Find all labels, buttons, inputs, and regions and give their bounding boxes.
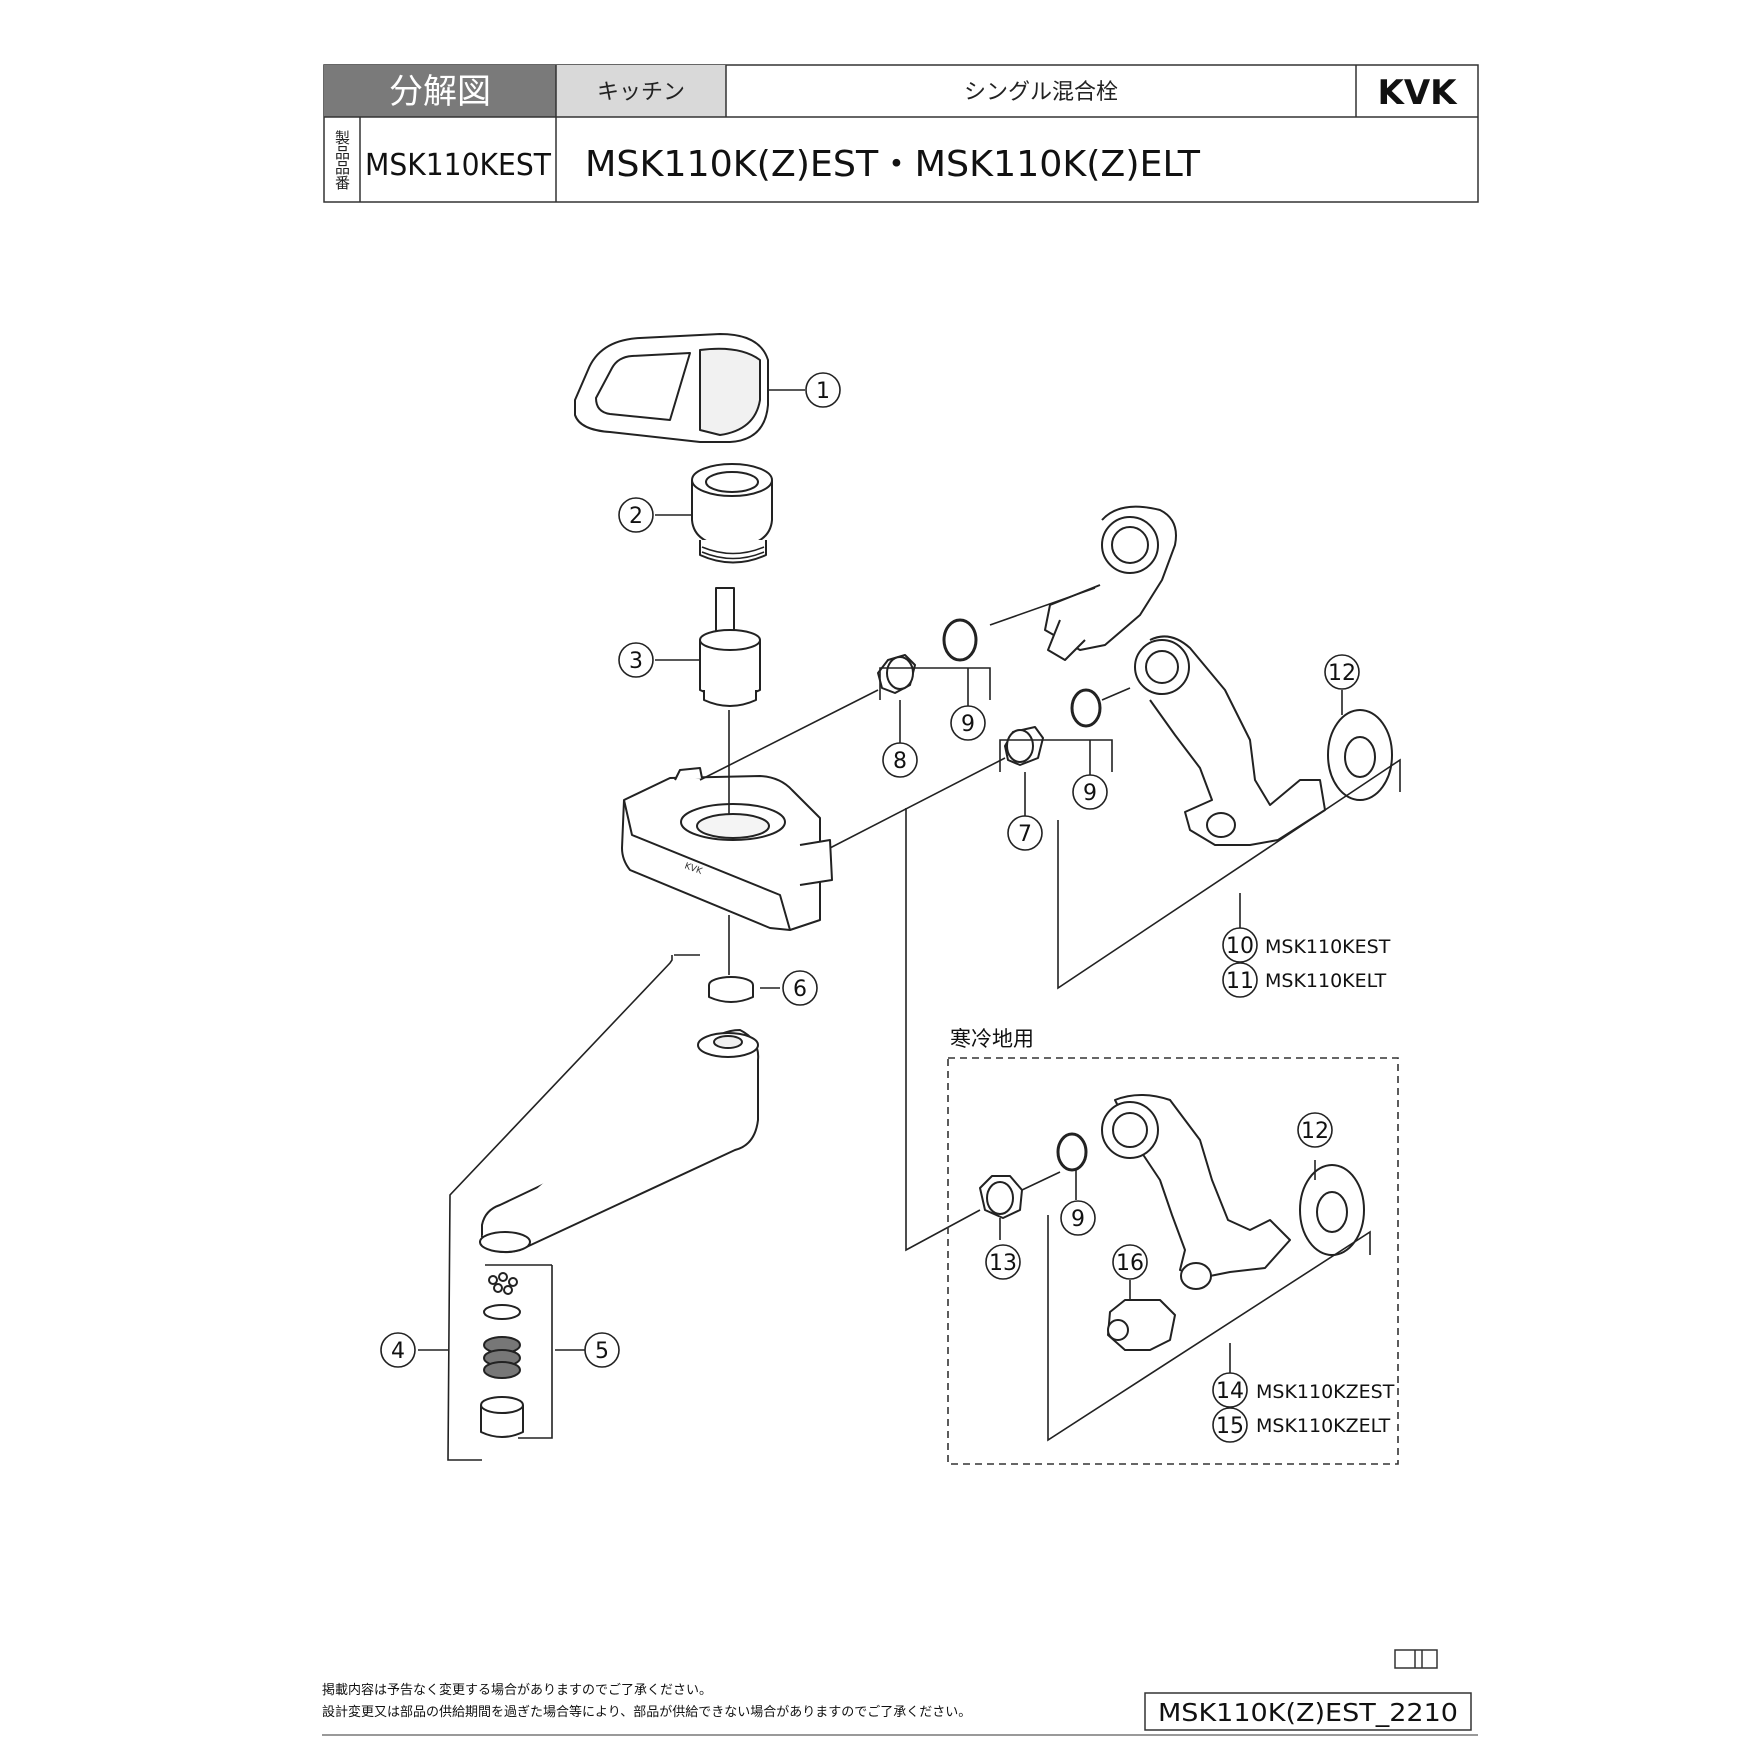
part-4-5-aerator-set (480, 1272, 524, 1438)
part-13-check-valve (979, 1175, 1023, 1219)
part-9-packing-lower (1070, 688, 1102, 728)
brand-logo: KVK (1377, 73, 1458, 113)
callout-12-cold: 12 (1297, 1112, 1333, 1148)
product-type-label: シングル混合栓 (964, 80, 1118, 105)
page-marker-icon (1394, 1649, 1438, 1669)
svg-text:9: 9 (961, 712, 975, 737)
part-2-nut (691, 463, 773, 564)
callout-4: 4 (380, 1332, 416, 1368)
svg-text:9: 9 (1083, 781, 1097, 806)
header-table: 分解図 キッチン シングル混合栓 KVK 製品品番 MSK110KEST MSK… (323, 64, 1479, 203)
category-cell (556, 65, 726, 117)
model-title: MSK110K(Z)EST・MSK110K(Z)ELT (585, 144, 1201, 185)
svg-text:1: 1 (816, 379, 830, 404)
svg-text:12: 12 (1301, 1119, 1329, 1144)
callout-1: 1 (805, 372, 841, 408)
cold-region-label: 寒冷地用 (950, 1027, 1034, 1051)
svg-text:9: 9 (1071, 1207, 1085, 1232)
part-1-lever-handle (574, 333, 769, 443)
part-14-15-mounting-leg (1101, 1094, 1291, 1290)
section-label-cell (324, 65, 556, 117)
callout-10: 10 (1222, 927, 1258, 963)
part-8-check-valve (877, 654, 916, 694)
callout-13: 13 (985, 1244, 1021, 1280)
footer-note-2: 設計変更又は部品の供給期間を過ぎた場合等により、部品が供給できない場合があります… (322, 1704, 971, 1720)
model-code: MSK110KEST (365, 148, 552, 183)
svg-text:10: 10 (1226, 934, 1254, 959)
mounting-leg-upper (1044, 505, 1177, 661)
callout-2: 2 (618, 497, 654, 533)
model-label-15: MSK110KZELT (1256, 1415, 1391, 1437)
model-label-11: MSK110KELT (1265, 970, 1387, 992)
leader-lines (418, 389, 1401, 1461)
svg-text:15: 15 (1216, 1414, 1244, 1439)
side-label: 製品品番 (333, 130, 351, 190)
svg-text:4: 4 (391, 1339, 405, 1364)
callout-7: 7 (1007, 815, 1043, 851)
svg-text:14: 14 (1216, 1379, 1244, 1404)
callout-16: 16 (1112, 1244, 1148, 1280)
doc-id-box (1144, 1692, 1472, 1731)
aerator-screen (488, 1272, 518, 1295)
svg-text:7: 7 (1018, 822, 1032, 847)
svg-text:6: 6 (793, 977, 807, 1002)
part-7-check-valve (1004, 726, 1044, 766)
footer-note-1: 掲載内容は予告なく変更する場合がありますのでご了承ください。 (322, 1682, 712, 1698)
callout-5: 5 (584, 1332, 620, 1368)
svg-text:16: 16 (1116, 1251, 1144, 1276)
part-12-flange-upper (1327, 709, 1393, 801)
svg-text:12: 12 (1328, 661, 1356, 686)
callout-14: 14 (1212, 1372, 1248, 1408)
callout-9-lower: 9 (1072, 774, 1108, 810)
footer: 掲載内容は予告なく変更する場合がありますのでご了承ください。 設計変更又は部品の… (322, 1682, 1478, 1736)
spout (479, 1029, 760, 1254)
part-6-packing (708, 976, 754, 1003)
svg-text:5: 5 (595, 1339, 609, 1364)
part-9-packing-cold (1056, 1132, 1088, 1172)
callout-15: 15 (1212, 1407, 1248, 1443)
callout-6: 6 (782, 970, 818, 1006)
aerator-cap (480, 1396, 524, 1438)
callout-11: 11 (1222, 962, 1258, 998)
part-10-11-mounting-leg (1134, 635, 1326, 846)
cold-region-box: 寒冷地用 (947, 1027, 1399, 1465)
callout-3: 3 (618, 642, 654, 678)
callout-9-upper: 9 (950, 705, 986, 741)
aerator-mesh (483, 1336, 521, 1379)
doc-id: MSK110K(Z)EST_2210 (1158, 1698, 1458, 1727)
callout-8: 8 (882, 742, 918, 778)
model-label-10: MSK110KEST (1265, 936, 1391, 958)
part-12-flange-cold (1299, 1164, 1365, 1256)
callout-9-cold: 9 (1060, 1200, 1096, 1236)
section-label: 分解図 (389, 72, 491, 112)
part-9-packing-upper (942, 618, 978, 662)
part-3-cartridge (699, 587, 761, 707)
callout-12-upper: 12 (1324, 654, 1360, 690)
svg-text:13: 13 (989, 1251, 1017, 1276)
svg-text:3: 3 (629, 649, 643, 674)
part-16-drain-plug (1107, 1299, 1176, 1351)
faucet-body: KVK (621, 767, 833, 931)
model-label-14: MSK110KZEST (1256, 1381, 1395, 1403)
aerator-ring (483, 1304, 521, 1320)
category-label: キッチン (597, 80, 685, 105)
svg-text:2: 2 (629, 504, 643, 529)
svg-text:8: 8 (893, 749, 907, 774)
svg-text:11: 11 (1226, 969, 1254, 994)
